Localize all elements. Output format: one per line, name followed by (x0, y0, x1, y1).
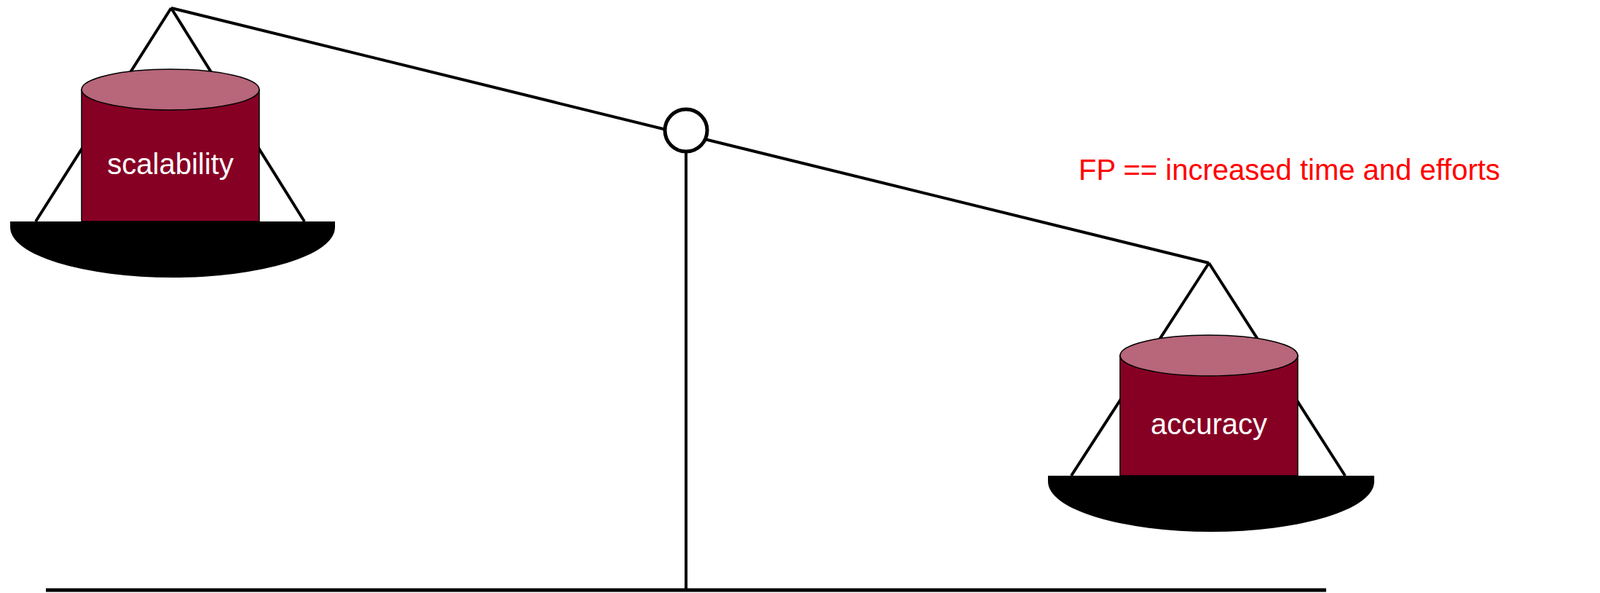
weight-label: accuracy (1150, 407, 1268, 440)
scale-pan (10, 221, 336, 278)
scale-post (684, 151, 688, 590)
scale-pan (1047, 475, 1375, 532)
weight-label: scalability (107, 147, 234, 180)
note-label: FP == increased time and efforts (1078, 152, 1501, 187)
cylinder-shape (1120, 335, 1298, 476)
cylinder-weight: scalability (81, 69, 260, 222)
pivot-circle (664, 109, 708, 152)
cylinder-top (1120, 335, 1298, 376)
cylinder-shape (81, 69, 260, 222)
cylinder-weight: accuracy (1120, 335, 1298, 476)
cylinder-top (81, 69, 260, 110)
